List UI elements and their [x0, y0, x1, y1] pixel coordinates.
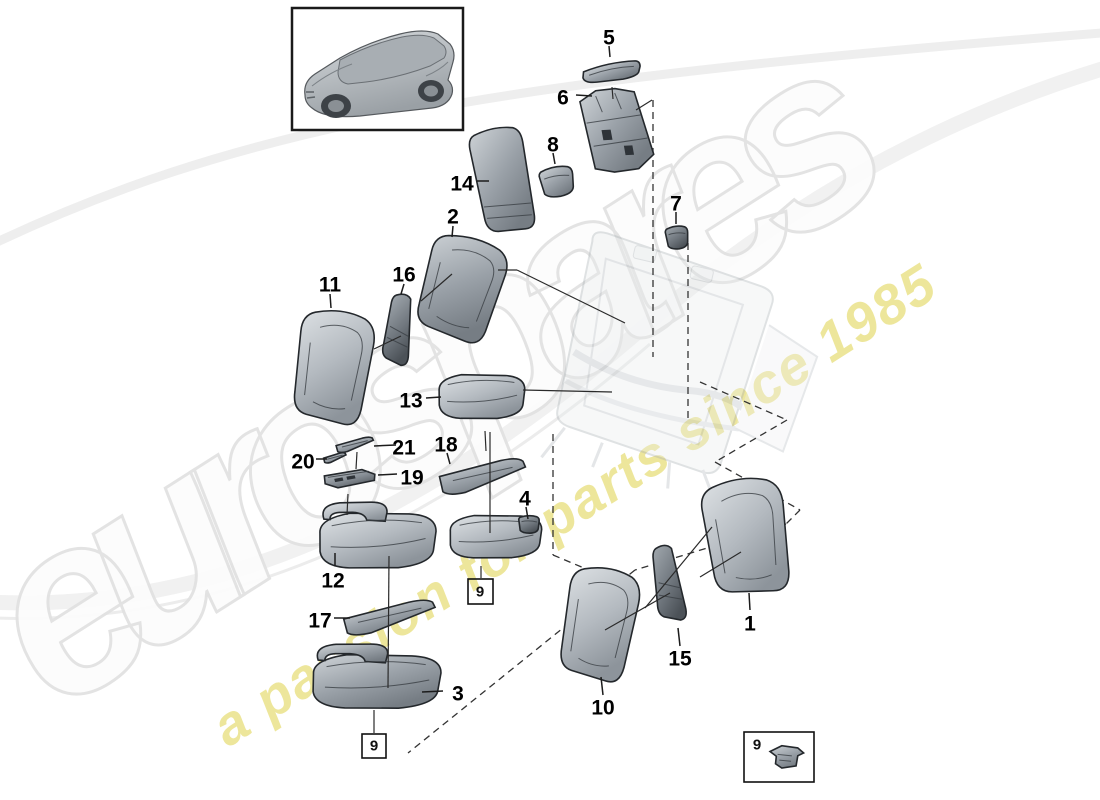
- part-8-shape: [538, 164, 576, 199]
- part-10-shape: [555, 563, 644, 685]
- connector-line: [484, 430, 487, 452]
- part-5-leader-line: [608, 45, 611, 58]
- part-12-label[interactable]: 12: [321, 570, 344, 593]
- part-19-shape: [324, 468, 376, 489]
- part-8-leader-line: [552, 152, 556, 165]
- part-6-leader-line: [575, 94, 593, 97]
- connector-line: [355, 451, 358, 470]
- dashed-construction-line: [714, 419, 788, 463]
- part-7-shape: [665, 225, 690, 250]
- part-1-shape: [699, 474, 795, 600]
- connector-line: [699, 551, 742, 578]
- fastener-box-label-9[interactable]: 9: [753, 737, 761, 754]
- part-5-shape: [581, 58, 642, 87]
- part-16-leader-line: [400, 283, 405, 295]
- connector-line: [635, 99, 653, 111]
- part-1-leader-line: [748, 592, 751, 611]
- part-10-label[interactable]: 10: [591, 697, 614, 720]
- connector-line: [420, 273, 453, 302]
- part-3-label[interactable]: 3: [452, 683, 464, 706]
- dashed-construction-line: [699, 381, 788, 421]
- part-15-label[interactable]: 15: [668, 648, 692, 671]
- part-16-label[interactable]: 16: [392, 264, 415, 287]
- part-4-label[interactable]: 4: [519, 488, 531, 511]
- part-21-leader-line: [373, 444, 397, 447]
- part-21-label[interactable]: 21: [392, 437, 416, 460]
- fastener-box-9-2: [743, 731, 815, 783]
- part-13-label[interactable]: 13: [399, 390, 422, 413]
- part-6-label[interactable]: 6: [557, 87, 569, 110]
- part-8-label[interactable]: 8: [547, 134, 559, 157]
- part-20-shape: [323, 452, 346, 463]
- part-19-label[interactable]: 19: [400, 467, 423, 490]
- part-18-leader-line: [446, 452, 451, 465]
- dashed-construction-line: [785, 509, 801, 525]
- part-15-shape: [651, 544, 687, 622]
- part-1-label[interactable]: 1: [744, 613, 756, 636]
- seat-frame-ghost: [540, 231, 819, 505]
- fastener-box-label-9[interactable]: 9: [370, 738, 378, 755]
- aux-shape-0: [519, 516, 539, 534]
- fastener-box-9-1: [361, 733, 387, 759]
- part-10-leader-line: [600, 676, 604, 696]
- part-17-label[interactable]: 17: [308, 610, 331, 633]
- leader-lines: [316, 45, 751, 733]
- part-2-shape: [410, 228, 512, 347]
- part-11-leader-line: [329, 293, 332, 309]
- aux-shape-1: [770, 746, 804, 768]
- connector-line: [516, 269, 626, 324]
- part-13-leader-line: [425, 396, 442, 399]
- connector-line: [387, 555, 390, 689]
- part-3-leader-line: [421, 690, 444, 693]
- connector-line: [346, 493, 349, 516]
- fastener-box-label-9[interactable]: 9: [476, 584, 484, 601]
- part-4-leader-line: [525, 506, 529, 520]
- part-19-leader-line: [377, 473, 398, 476]
- part-2-leader-line: [451, 225, 454, 238]
- part-11-shape: [289, 306, 378, 427]
- part-12-shape: [317, 496, 439, 573]
- part-3-shape: [311, 639, 443, 713]
- connector-line: [611, 86, 614, 100]
- connector-line: [604, 592, 671, 631]
- connector-line: [522, 389, 613, 393]
- connector-line: [644, 526, 713, 609]
- part-11-label[interactable]: 11: [319, 274, 342, 297]
- part-15-leader-line: [677, 627, 681, 647]
- part-number-labels: 5 6 8 14 2 7 11 16 13 21 20 19 18 4 12 17 3 1 15 10 9 9 9: [291, 27, 815, 783]
- part-5-label[interactable]: 5: [603, 27, 615, 50]
- connector-line: [373, 335, 402, 350]
- part-20-label[interactable]: 20: [291, 451, 314, 474]
- part-13-shape: [437, 370, 526, 422]
- vehicle-thumbnail: [290, 6, 465, 132]
- part-18-shape: [438, 457, 527, 495]
- fastener-box-9-0: [467, 578, 494, 605]
- part-21-shape: [336, 436, 375, 453]
- part-17-shape: [343, 599, 438, 637]
- part-7-label[interactable]: 7: [670, 193, 682, 216]
- part-2-label[interactable]: 2: [447, 206, 459, 229]
- part-14-shape: [467, 124, 538, 236]
- part-6-shape: [577, 81, 656, 179]
- part-shapes: [289, 58, 804, 768]
- part-14-label[interactable]: 14: [450, 173, 474, 196]
- vehicle-car-drawing: [304, 30, 455, 118]
- part-18-label[interactable]: 18: [434, 434, 458, 457]
- part-16-shape: [380, 292, 419, 366]
